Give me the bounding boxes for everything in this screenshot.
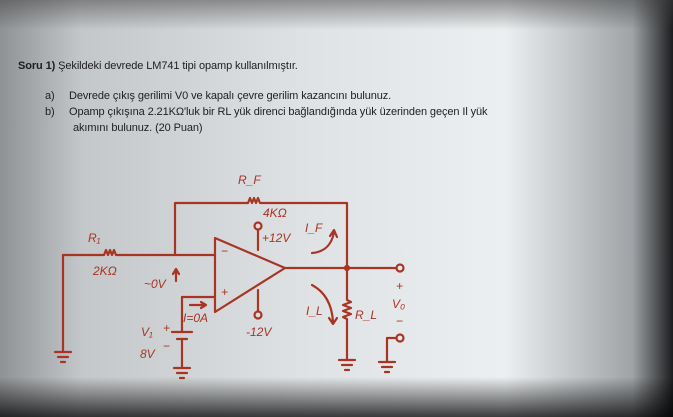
if-arrow-icon bbox=[310, 228, 339, 255]
part-b: b) Opamp çıkışına 2.21KΩ'luk bir RL yük d… bbox=[45, 106, 488, 118]
photo-shadow-bottom bbox=[0, 377, 673, 417]
vminus-supply-label: -12V bbox=[246, 325, 272, 339]
vo-plus-terminal bbox=[395, 263, 405, 273]
r1-wire bbox=[61, 248, 217, 257]
vplus-supply-label: +12V bbox=[262, 231, 291, 245]
vground-arrow-icon bbox=[171, 267, 181, 283]
v1-value: 8V bbox=[140, 347, 156, 361]
question-text: Şekildeki devrede LM741 tipi opamp kulla… bbox=[58, 60, 298, 72]
photo-shadow-top bbox=[0, 0, 673, 30]
vo-minus-sign: − bbox=[396, 314, 403, 328]
left-ground-icon bbox=[53, 350, 73, 364]
il-arrow-icon bbox=[310, 283, 339, 326]
part-b-continuation: akımını bulunuz. (20 Puan) bbox=[73, 122, 203, 134]
part-a-label: a) bbox=[45, 90, 55, 102]
input-current-label: I=0A bbox=[183, 311, 208, 325]
rf-value: 4KΩ bbox=[263, 206, 287, 220]
part-a: a) Devrede çıkış gerilimi V0 ve kapalı çe… bbox=[45, 90, 391, 102]
opamp-noninverting-sign: + bbox=[221, 285, 228, 299]
rl-label: R_L bbox=[355, 308, 377, 322]
opamp-triangle bbox=[213, 236, 287, 314]
il-label: I_L bbox=[306, 304, 323, 318]
opamp-inverting-sign: − bbox=[221, 244, 228, 258]
rl-ground-icon bbox=[337, 358, 357, 372]
virtual-ground-label: ~0V bbox=[144, 277, 167, 291]
feedback-wire bbox=[173, 196, 349, 270]
part-a-text: Devrede çıkış gerilimi V0 ve kapalı çevr… bbox=[69, 90, 392, 102]
vo-minus-terminal bbox=[395, 333, 405, 343]
rf-label: R_F bbox=[238, 173, 261, 187]
v1-label: V₁ bbox=[141, 325, 153, 339]
battery-plus-sign: + bbox=[163, 321, 170, 335]
input-current-arrow-icon bbox=[188, 300, 208, 310]
r1-value: 2KΩ bbox=[92, 264, 117, 278]
part-b-label: b) bbox=[45, 106, 55, 118]
battery-minus-sign: − bbox=[163, 339, 170, 353]
r1-label: R₁ bbox=[88, 231, 101, 245]
if-label: I_F bbox=[305, 221, 323, 235]
vo-ground-icon bbox=[377, 360, 397, 374]
question-title: Soru 1) Şekildeki devrede LM741 tipi opa… bbox=[18, 60, 298, 72]
vminus-terminal bbox=[253, 310, 263, 320]
vplus-input-wire bbox=[180, 295, 217, 334]
part-b-text: Opamp çıkışına 2.21KΩ'luk bir RL yük dir… bbox=[69, 106, 488, 118]
vo-label: V₀ bbox=[392, 297, 405, 311]
vo-plus-sign: + bbox=[396, 279, 403, 293]
question-number: Soru 1) bbox=[18, 60, 56, 72]
vplus-terminal bbox=[253, 221, 263, 231]
rl-resistor bbox=[341, 266, 353, 362]
